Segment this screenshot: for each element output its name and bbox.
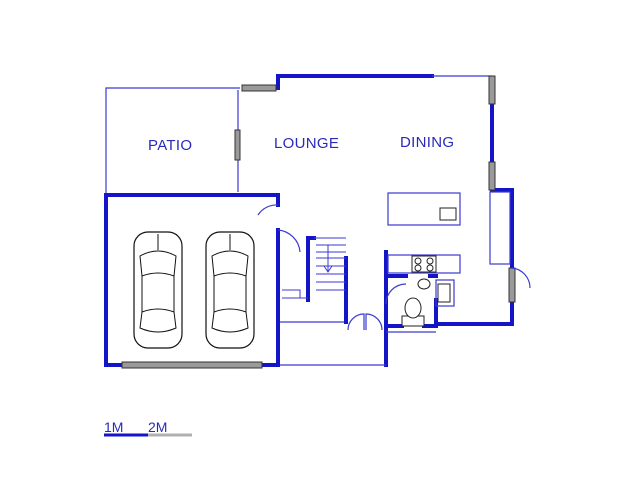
room-label-lounge: LOUNGE	[274, 135, 339, 152]
wc	[385, 278, 431, 327]
staircase-icon	[282, 237, 346, 299]
room-label-patio: PATIO	[148, 137, 192, 154]
kitchen	[387, 191, 511, 307]
windows	[121, 75, 516, 369]
car-icon	[205, 231, 255, 349]
scale-label-1m: 1M	[104, 419, 123, 435]
car-icon	[133, 231, 183, 349]
basin-icon	[437, 283, 451, 303]
room-label-dining: DINING	[400, 134, 454, 151]
stove-icon	[411, 255, 437, 273]
scale-label-2m: 2M	[148, 419, 167, 435]
doors	[257, 204, 531, 331]
toilet-icon	[401, 297, 425, 327]
patio-area	[105, 87, 240, 195]
sink-icon	[439, 207, 457, 221]
scale-bar: 1M 2M	[104, 419, 192, 437]
